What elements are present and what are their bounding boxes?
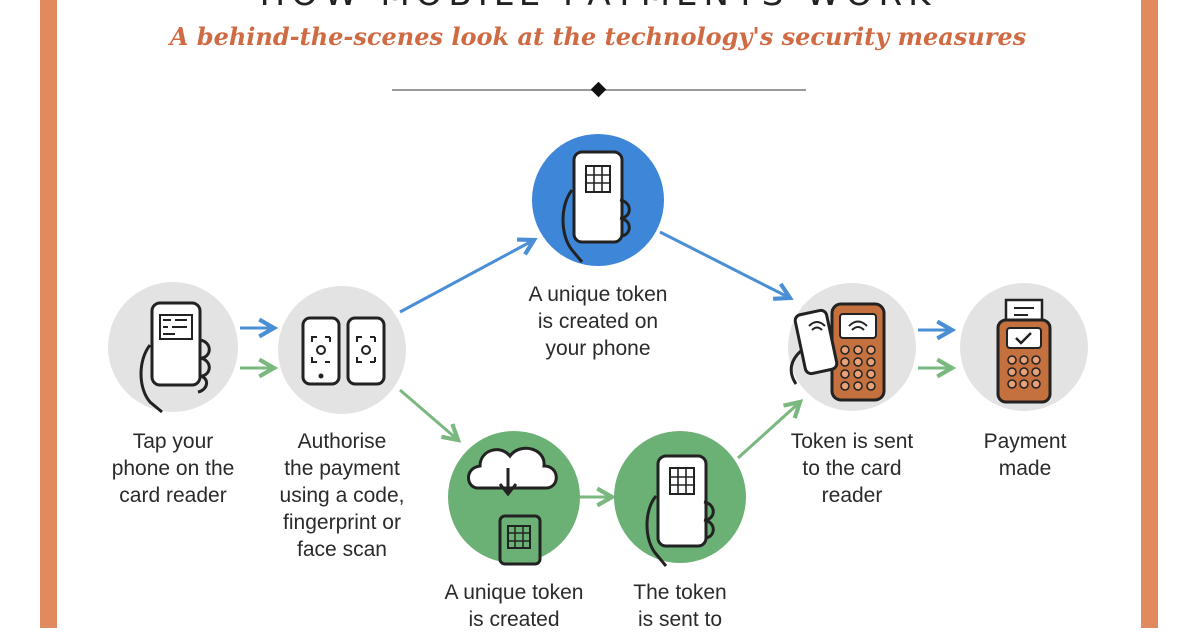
two-phones-biometric-icon [278, 286, 406, 414]
cloud-download-token-icon [448, 431, 580, 566]
arrow-token-phone-to-reader [659, 230, 790, 298]
step-label-tap: Tap your phone on the card reader [111, 430, 235, 507]
frame-left-border [40, 0, 57, 628]
page-subtitle: A behind-the-scenes look at the technolo… [169, 22, 1027, 51]
phone-token-icon-green [614, 431, 746, 567]
phone-in-hand-icon [108, 282, 238, 414]
step-label-payment: Payment made [983, 430, 1067, 480]
phone-contactless-reader-icon [788, 283, 916, 411]
step-label-authorise: Authorise the payment using a code, fing… [279, 430, 405, 561]
title-divider [392, 81, 806, 98]
step-label-token-cloud: A unique token is created [444, 581, 584, 631]
frame-right-border [1141, 0, 1158, 628]
arrow-authorise-to-token-cloud [399, 388, 458, 440]
card-reader-receipt-icon [960, 283, 1088, 411]
phone-token-icon-blue [532, 134, 664, 266]
step-label-token-phone: A unique token is created on your phone [528, 283, 668, 360]
step-label-token-sent: The token is sent to [633, 581, 727, 631]
page-title: HOW MOBILE PAYMENTS WORK [0, 0, 1196, 14]
flow-arrows [240, 230, 952, 497]
arrow-authorise-to-token-phone [399, 240, 534, 314]
step-label-token-reader: Token is sent to the card reader [790, 430, 914, 507]
arrow-sent-to-reader [736, 402, 800, 460]
